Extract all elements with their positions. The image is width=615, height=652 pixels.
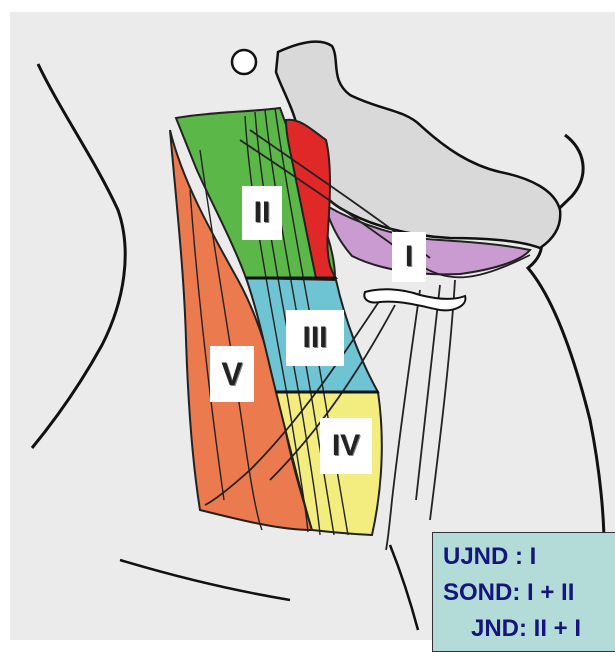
legend-line-jnd: JND: II + I (443, 611, 615, 647)
level-label-ii: II (242, 186, 282, 240)
level-label-iv: IV (320, 418, 372, 474)
level-label-i: I (392, 232, 426, 282)
legend-box: UJND : I SOND: I + II JND: II + I (432, 532, 615, 652)
legend-line-sond: SOND: I + II (443, 575, 615, 611)
mastoid-circle (232, 50, 256, 74)
level-label-v: V (210, 346, 254, 402)
level-label-iii: III (286, 310, 344, 366)
legend-line-ujnd: UJND : I (443, 539, 615, 575)
